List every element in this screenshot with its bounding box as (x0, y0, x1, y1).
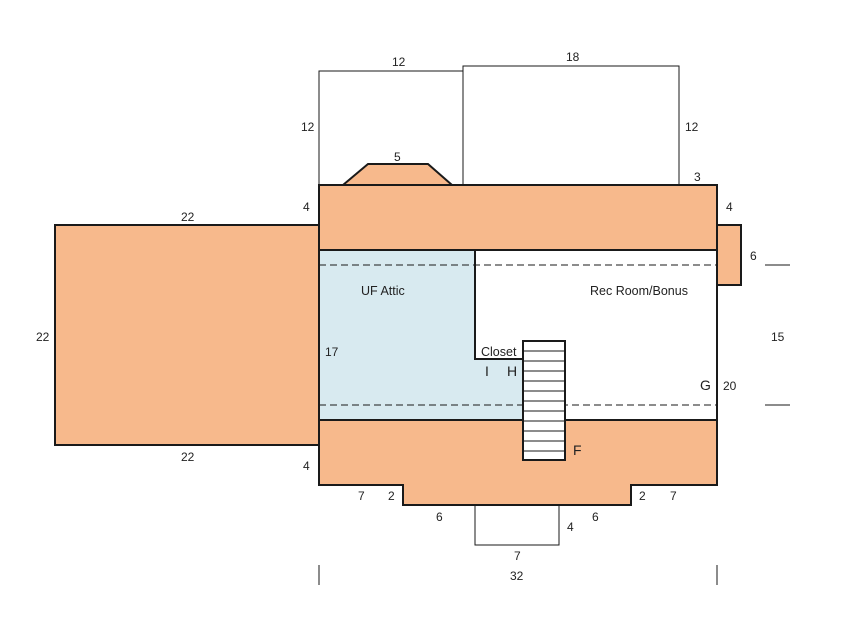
dim-porch-width: 7 (514, 549, 521, 563)
marker-g: G (700, 377, 711, 393)
dim-top-left-width: 12 (392, 55, 406, 69)
dim-main-left-top-depth: 4 (303, 200, 310, 214)
marker-f: F (573, 442, 582, 458)
dim-porch-depth: 4 (567, 520, 574, 534)
dim-top-right-offset: 3 (694, 170, 701, 184)
dim-wing-left: 22 (36, 330, 50, 344)
dim-top-left-height: 12 (301, 120, 315, 134)
dim-right-span: 15 (771, 330, 785, 344)
rec-room-label: Rec Room/Bonus (590, 284, 688, 298)
marker-h: H (507, 363, 517, 379)
dim-wing-bottom: 22 (181, 450, 195, 464)
dim-right-total: 20 (723, 379, 737, 393)
dim-main-right-top-depth: 4 (726, 200, 733, 214)
dim-top-right-width: 18 (566, 50, 580, 64)
dim-step-left-outer: 7 (358, 489, 365, 503)
dim-wing-top: 22 (181, 210, 195, 224)
top-right-outline (462, 65, 680, 186)
attic-label: UF Attic (361, 284, 405, 298)
dim-attic-depth: 17 (325, 345, 339, 359)
left-wing-roof (54, 224, 320, 446)
dim-overall-width: 32 (510, 569, 524, 583)
dormer-roof (340, 163, 455, 186)
right-bump-roof (716, 224, 742, 286)
main-top-roof (318, 184, 718, 251)
dim-dormer-width: 5 (394, 150, 401, 164)
dim-step-right-inner: 2 (639, 489, 646, 503)
dim-main-left-bottom-depth: 4 (303, 459, 310, 473)
stair-treads (523, 350, 565, 452)
dim-top-right-height: 12 (685, 120, 699, 134)
dim-bottom-left-run: 6 (436, 510, 443, 524)
dim-bump-height: 6 (750, 249, 757, 263)
porch-outline (474, 505, 560, 546)
dim-step-left-inner: 2 (388, 489, 395, 503)
marker-i: I (485, 363, 489, 379)
dim-bottom-right-run: 6 (592, 510, 599, 524)
main-bottom-roof (318, 419, 718, 506)
dim-step-right-outer: 7 (670, 489, 677, 503)
closet-label: Closet (481, 345, 517, 359)
